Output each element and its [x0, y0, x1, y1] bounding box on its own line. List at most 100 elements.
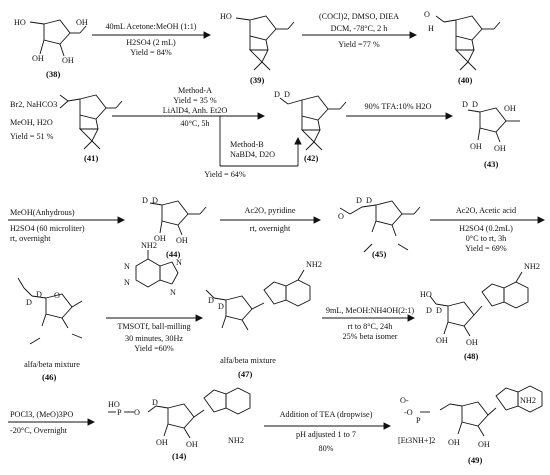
atom-label: D [152, 196, 158, 205]
atom-label: D [208, 296, 214, 305]
arrow-step-3 [112, 112, 302, 167]
atom-label: D [152, 398, 158, 407]
arrow-step-10 [322, 314, 416, 322]
step-4-line-6: NaBD4, D2O [230, 150, 276, 159]
step-6-line-2: H2SO4 (60 microliter) [10, 224, 85, 233]
structure-45 [339, 200, 421, 253]
atom-label: NH2 [524, 262, 540, 271]
atom-label: D [356, 196, 362, 205]
structure-49 [420, 385, 543, 437]
atom-label: D [366, 196, 372, 205]
step-4-line-5: Method-B [230, 140, 264, 149]
atom-label: O [338, 212, 344, 221]
atom-label: OH [504, 104, 516, 113]
compound-number: (14) [172, 451, 187, 461]
arrow-step-8 [430, 216, 546, 224]
step-11-line-1: POCl3, (MeO)3PO [10, 410, 74, 419]
arrow-step-6 [8, 216, 126, 224]
structure-43 [467, 107, 520, 143]
arrow-step-2 [302, 31, 418, 39]
step-8-line-4: Yield = 69% [465, 244, 507, 253]
structure-14 [108, 387, 251, 439]
atom-label: D [284, 90, 290, 99]
compound-number: (47) [238, 369, 253, 379]
atom-label: OH [448, 438, 460, 447]
arrow-step-5 [346, 112, 454, 120]
step-8-line-2: H2SO4 (0.2mL) [459, 224, 513, 233]
atom-label: NH2 [306, 260, 322, 269]
atom-label: HO [14, 18, 26, 27]
step-2-line-1: (COCl)2, DMSO, DIEA [318, 12, 400, 21]
atom-label: OH [470, 142, 482, 151]
step-1-line-3: Yield = 84% [130, 48, 172, 57]
step-9-line-1: TMSOTf, ball-milling [117, 322, 191, 331]
step-9-line-2: 30 minutes, 30Hz [125, 334, 183, 343]
step-1-line-1: 40mL Acetone:MeOH (1:1) [105, 22, 197, 31]
structure-40 [435, 15, 501, 71]
structure-44 [149, 200, 207, 236]
atom-label: HO [220, 12, 232, 21]
step-4-line-1: Method-A [177, 86, 213, 95]
atom-label: NH2 [520, 396, 536, 405]
atom-label: OH [436, 336, 448, 345]
atom-label: D [462, 100, 468, 109]
step-10-line-2: rt to 8°C, 24h [347, 322, 393, 331]
structure-47 [205, 269, 311, 331]
step-12-line-3: 80% [318, 444, 334, 453]
step-6-line-1: MeOH(Anhydrous) [10, 208, 75, 217]
atom-label: OH [186, 440, 198, 449]
arrow-step-1 [92, 31, 212, 39]
atom-label: N [170, 288, 176, 297]
atom-label: D [26, 298, 32, 307]
structure-38 [29, 19, 87, 57]
atom-label: OH [76, 18, 88, 27]
step-12-line-1: Addition of TEA (dropwise) [279, 410, 373, 419]
mixture-label-46: alfa/beta mixture [24, 360, 80, 369]
compound-number: (48) [464, 351, 479, 361]
atom-label: N [124, 278, 130, 287]
structure-39 [235, 15, 295, 71]
step-8-line-3: 0°C to rt, 3h [465, 234, 507, 243]
compound-number: (43) [484, 159, 499, 169]
compound-number: (38) [46, 69, 61, 79]
compound-number: (44) [166, 249, 181, 259]
atom-label: D [218, 302, 224, 311]
compound-number: (46) [42, 372, 57, 382]
step-4-line-7: Yield = 64% [204, 170, 246, 179]
compound-number: (40) [458, 75, 473, 85]
step-6-line-3: rt, overnight [10, 234, 51, 243]
step-2-line-2: DCM, -78°C, 2 h [330, 24, 388, 33]
structure-48 [429, 271, 529, 337]
step-8-line-1: Ac2O, Acetic acid [455, 206, 517, 215]
step-7-line-1: Ac2O, pyridine [244, 206, 296, 215]
step-3-line-3: Yield = 51 % [10, 132, 54, 141]
atom-label: -O [404, 408, 413, 417]
step-1-line-2: H2SO4 (2 mL) [126, 38, 176, 47]
compound-number: (41) [84, 153, 99, 163]
atom-label: D [436, 306, 442, 315]
structure-41 [59, 94, 123, 150]
atom-label: HO [108, 400, 120, 409]
atom-label: OH [478, 440, 490, 449]
step-10-line-1: 9mL, MeOH:NH4OH(2:1) [325, 306, 415, 315]
step-7-line-2: rt, overnight [249, 224, 291, 233]
step-3-line-1: Br2, NaHCO3 [10, 100, 58, 109]
step-2-line-3: Yield =77 % [338, 40, 380, 49]
step-12-line-2: pH adjusted 1 to 7 [295, 430, 357, 439]
arrow-step-12 [264, 422, 392, 430]
atom-label: O [424, 10, 430, 19]
atom-label: P [416, 416, 421, 425]
atom-label: O [54, 291, 60, 300]
atom-label: D [274, 90, 280, 99]
step-11-line-2: -20°C, Overnight [10, 426, 67, 435]
atom-label: OH [156, 438, 168, 447]
compound-number: (49) [468, 455, 483, 465]
atom-label: D [36, 290, 42, 299]
atom-label: [Et3NH+]2 [398, 436, 436, 445]
step-4-line-2: Yield = 35 % [173, 96, 217, 105]
step-9-line-3: Yield =60% [134, 344, 174, 353]
step-10-line-3: 25% beta isomer [342, 332, 398, 341]
step-3-line-2: MeOH, H2O [10, 118, 53, 127]
compound-number: (45) [372, 249, 387, 259]
atom-label: OH [176, 236, 188, 245]
